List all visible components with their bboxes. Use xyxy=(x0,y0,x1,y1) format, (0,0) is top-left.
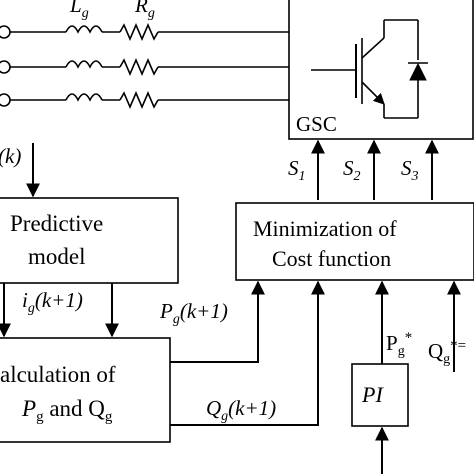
diode-icon xyxy=(409,62,427,81)
minimization-block xyxy=(235,202,474,281)
minimization-line2: Cost function xyxy=(272,246,391,271)
pi-label: PI xyxy=(361,382,384,407)
k-label: (k) xyxy=(0,144,21,168)
pg-ref-label: Pg* xyxy=(386,330,412,359)
qg-next-path xyxy=(170,280,325,426)
predictive-line2: model xyxy=(28,244,86,269)
calculation-line1: alculation of xyxy=(0,362,116,387)
gsc-label: GSC xyxy=(296,112,337,136)
inductor-symbol xyxy=(65,25,103,34)
resistor-symbol xyxy=(119,22,159,42)
calculation-line2: Pg and Qg xyxy=(21,396,113,425)
inductor-symbol xyxy=(65,93,103,102)
s2-label: S2 xyxy=(343,156,361,184)
inductor-label: Lg xyxy=(69,0,89,21)
s3-label: S3 xyxy=(401,156,419,184)
grid-source-terminal-a xyxy=(0,25,11,39)
resistor-label: Rg xyxy=(134,0,155,21)
qg-ref-label: Qg*= xyxy=(428,338,466,367)
grid-source-terminal-c xyxy=(0,93,11,107)
resistor-symbol xyxy=(119,90,159,110)
grid-source-terminal-b xyxy=(0,60,11,74)
s1-label: S1 xyxy=(288,156,306,184)
predictive-line1: Predictive xyxy=(10,211,103,236)
inductor-symbol xyxy=(65,60,103,69)
minimization-line1: Minimization of xyxy=(253,216,397,241)
pg-next-path xyxy=(170,280,265,363)
pg-next-label: Pg(k+1) xyxy=(159,299,228,327)
grid-phase-lines xyxy=(0,22,289,110)
resistor-symbol xyxy=(119,57,159,77)
pi-block xyxy=(351,363,409,427)
qg-next-label: Qg(k+1) xyxy=(206,396,276,424)
predictive-model-block xyxy=(0,197,179,284)
calculation-block xyxy=(0,337,171,443)
igbt-switch-icon xyxy=(311,19,428,119)
ig-next-label: ig(k+1) xyxy=(22,288,83,316)
